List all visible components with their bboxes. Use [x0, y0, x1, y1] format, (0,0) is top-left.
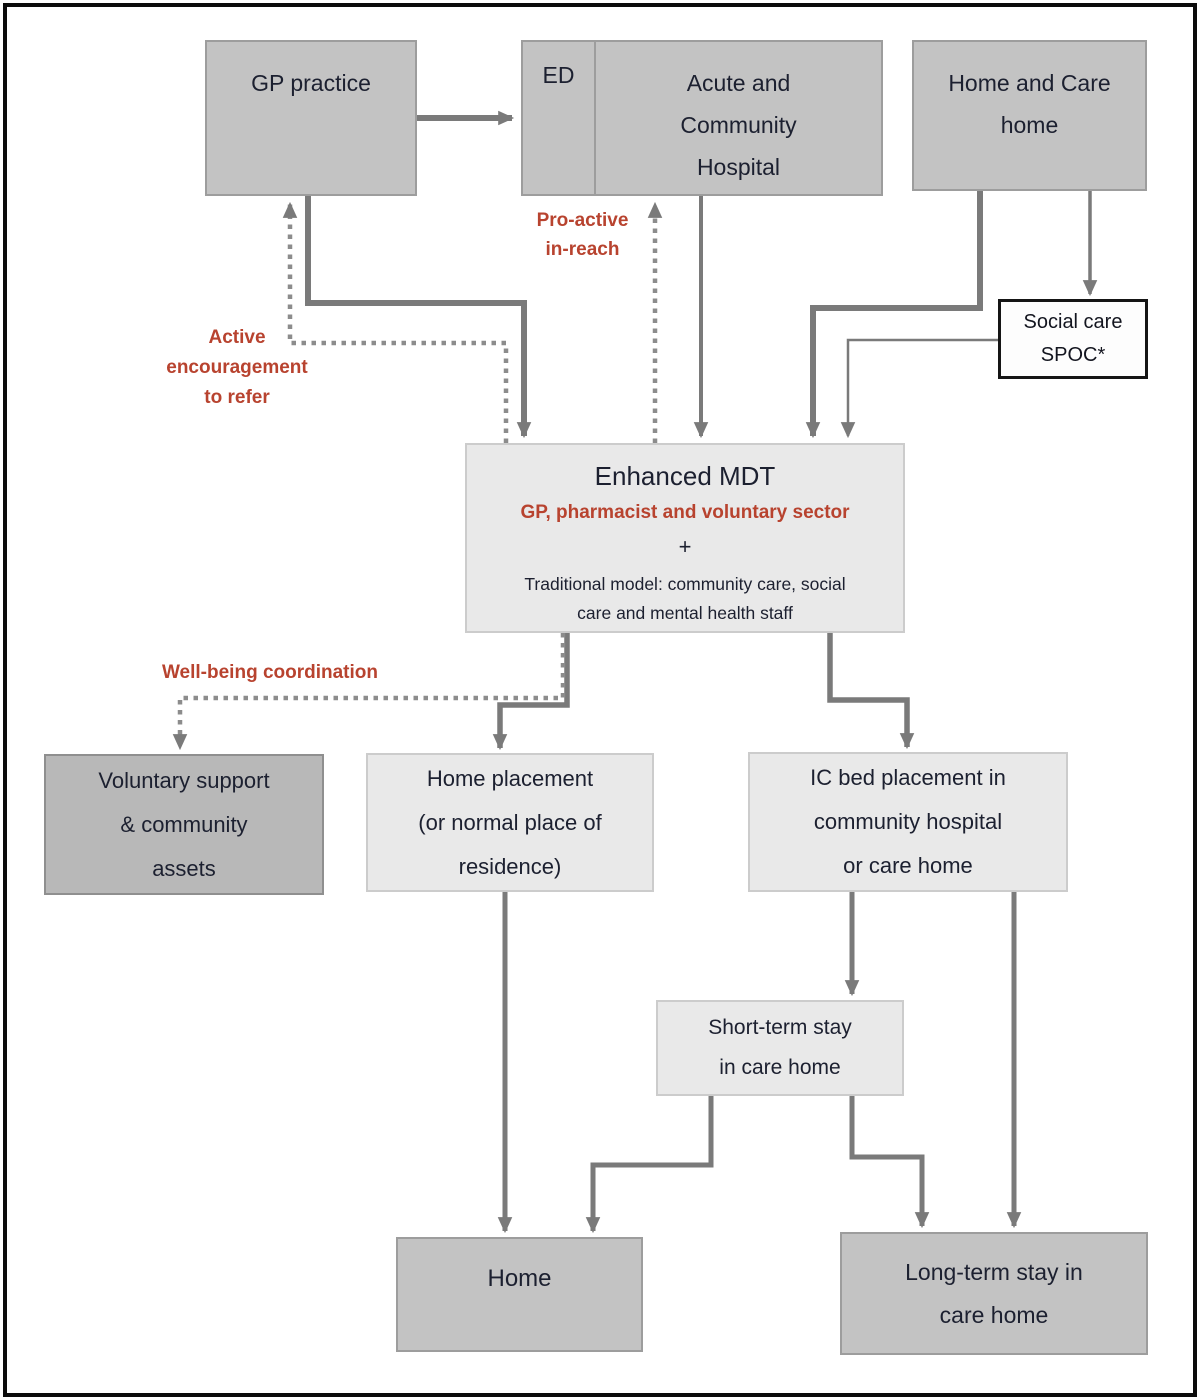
node-gp-practice: GP practice	[205, 40, 417, 196]
arrow-homecare-to-mdt	[805, 191, 983, 439]
node-voluntary-support: Voluntary support & community assets	[44, 754, 324, 895]
node-long-term-stay: Long-term stay in care home	[840, 1232, 1148, 1355]
arrow-spoc-to-mdt	[840, 338, 998, 439]
home-placement-label: Home placement (or normal place of resid…	[418, 765, 602, 879]
hospital-main: Acute and Community Hospital	[596, 42, 881, 194]
arrow-mdt-to-ic-bed	[827, 633, 915, 750]
dotted-arrow-wellbeing-to-voluntary	[172, 633, 566, 751]
arrow-gp-to-mdt	[305, 196, 532, 439]
home-label: Home	[487, 1265, 552, 1292]
short-term-stay-label: Short-term stay in care home	[708, 1016, 852, 1079]
label-active-encouragement: Active encouragement to refer	[166, 327, 308, 408]
gp-practice-label: GP practice	[251, 70, 371, 96]
arrow-mdt-to-home-placement	[492, 633, 570, 751]
ed-label: ED	[542, 62, 575, 88]
node-ed: ED	[523, 42, 596, 194]
node-ic-bed-placement: IC bed placement in community hospital o…	[748, 752, 1068, 892]
ic-bed-placement-label: IC bed placement in community hospital o…	[810, 765, 1006, 878]
arrow-short-term-to-long-term	[849, 1096, 930, 1229]
voluntary-support-label: Voluntary support & community assets	[98, 767, 270, 881]
mdt-subtitle: GP, pharmacist and voluntary sector	[520, 502, 850, 523]
node-short-term-stay: Short-term stay in care home	[656, 1000, 904, 1096]
node-social-care-spoc: Social care SPOC*	[998, 299, 1148, 379]
node-home-and-care-home: Home and Care home	[912, 40, 1147, 191]
mdt-plus: +	[678, 534, 692, 559]
social-care-spoc-label: Social care SPOC*	[1023, 311, 1123, 366]
label-well-being-coordination: Well-being coordination	[161, 662, 379, 683]
node-enhanced-mdt: Enhanced MDT GP, pharmacist and voluntar…	[465, 443, 905, 633]
node-home-placement: Home placement (or normal place of resid…	[366, 753, 654, 892]
long-term-stay-label: Long-term stay in care home	[905, 1258, 1083, 1328]
arrow-short-term-to-home	[585, 1096, 714, 1234]
mdt-title: Enhanced MDT	[594, 461, 776, 491]
dotted-arrow-mdt-to-gp	[282, 201, 509, 443]
hospital-label: Acute and Community Hospital	[680, 70, 797, 180]
home-care-home-label: Home and Care home	[948, 70, 1111, 138]
label-pro-active-in-reach: Pro-active in-reach	[536, 210, 629, 260]
node-acute-community-hospital: ED Acute and Community Hospital	[521, 40, 883, 196]
mdt-body: Traditional model: community care, socia…	[524, 574, 846, 623]
node-home: Home	[396, 1237, 643, 1352]
